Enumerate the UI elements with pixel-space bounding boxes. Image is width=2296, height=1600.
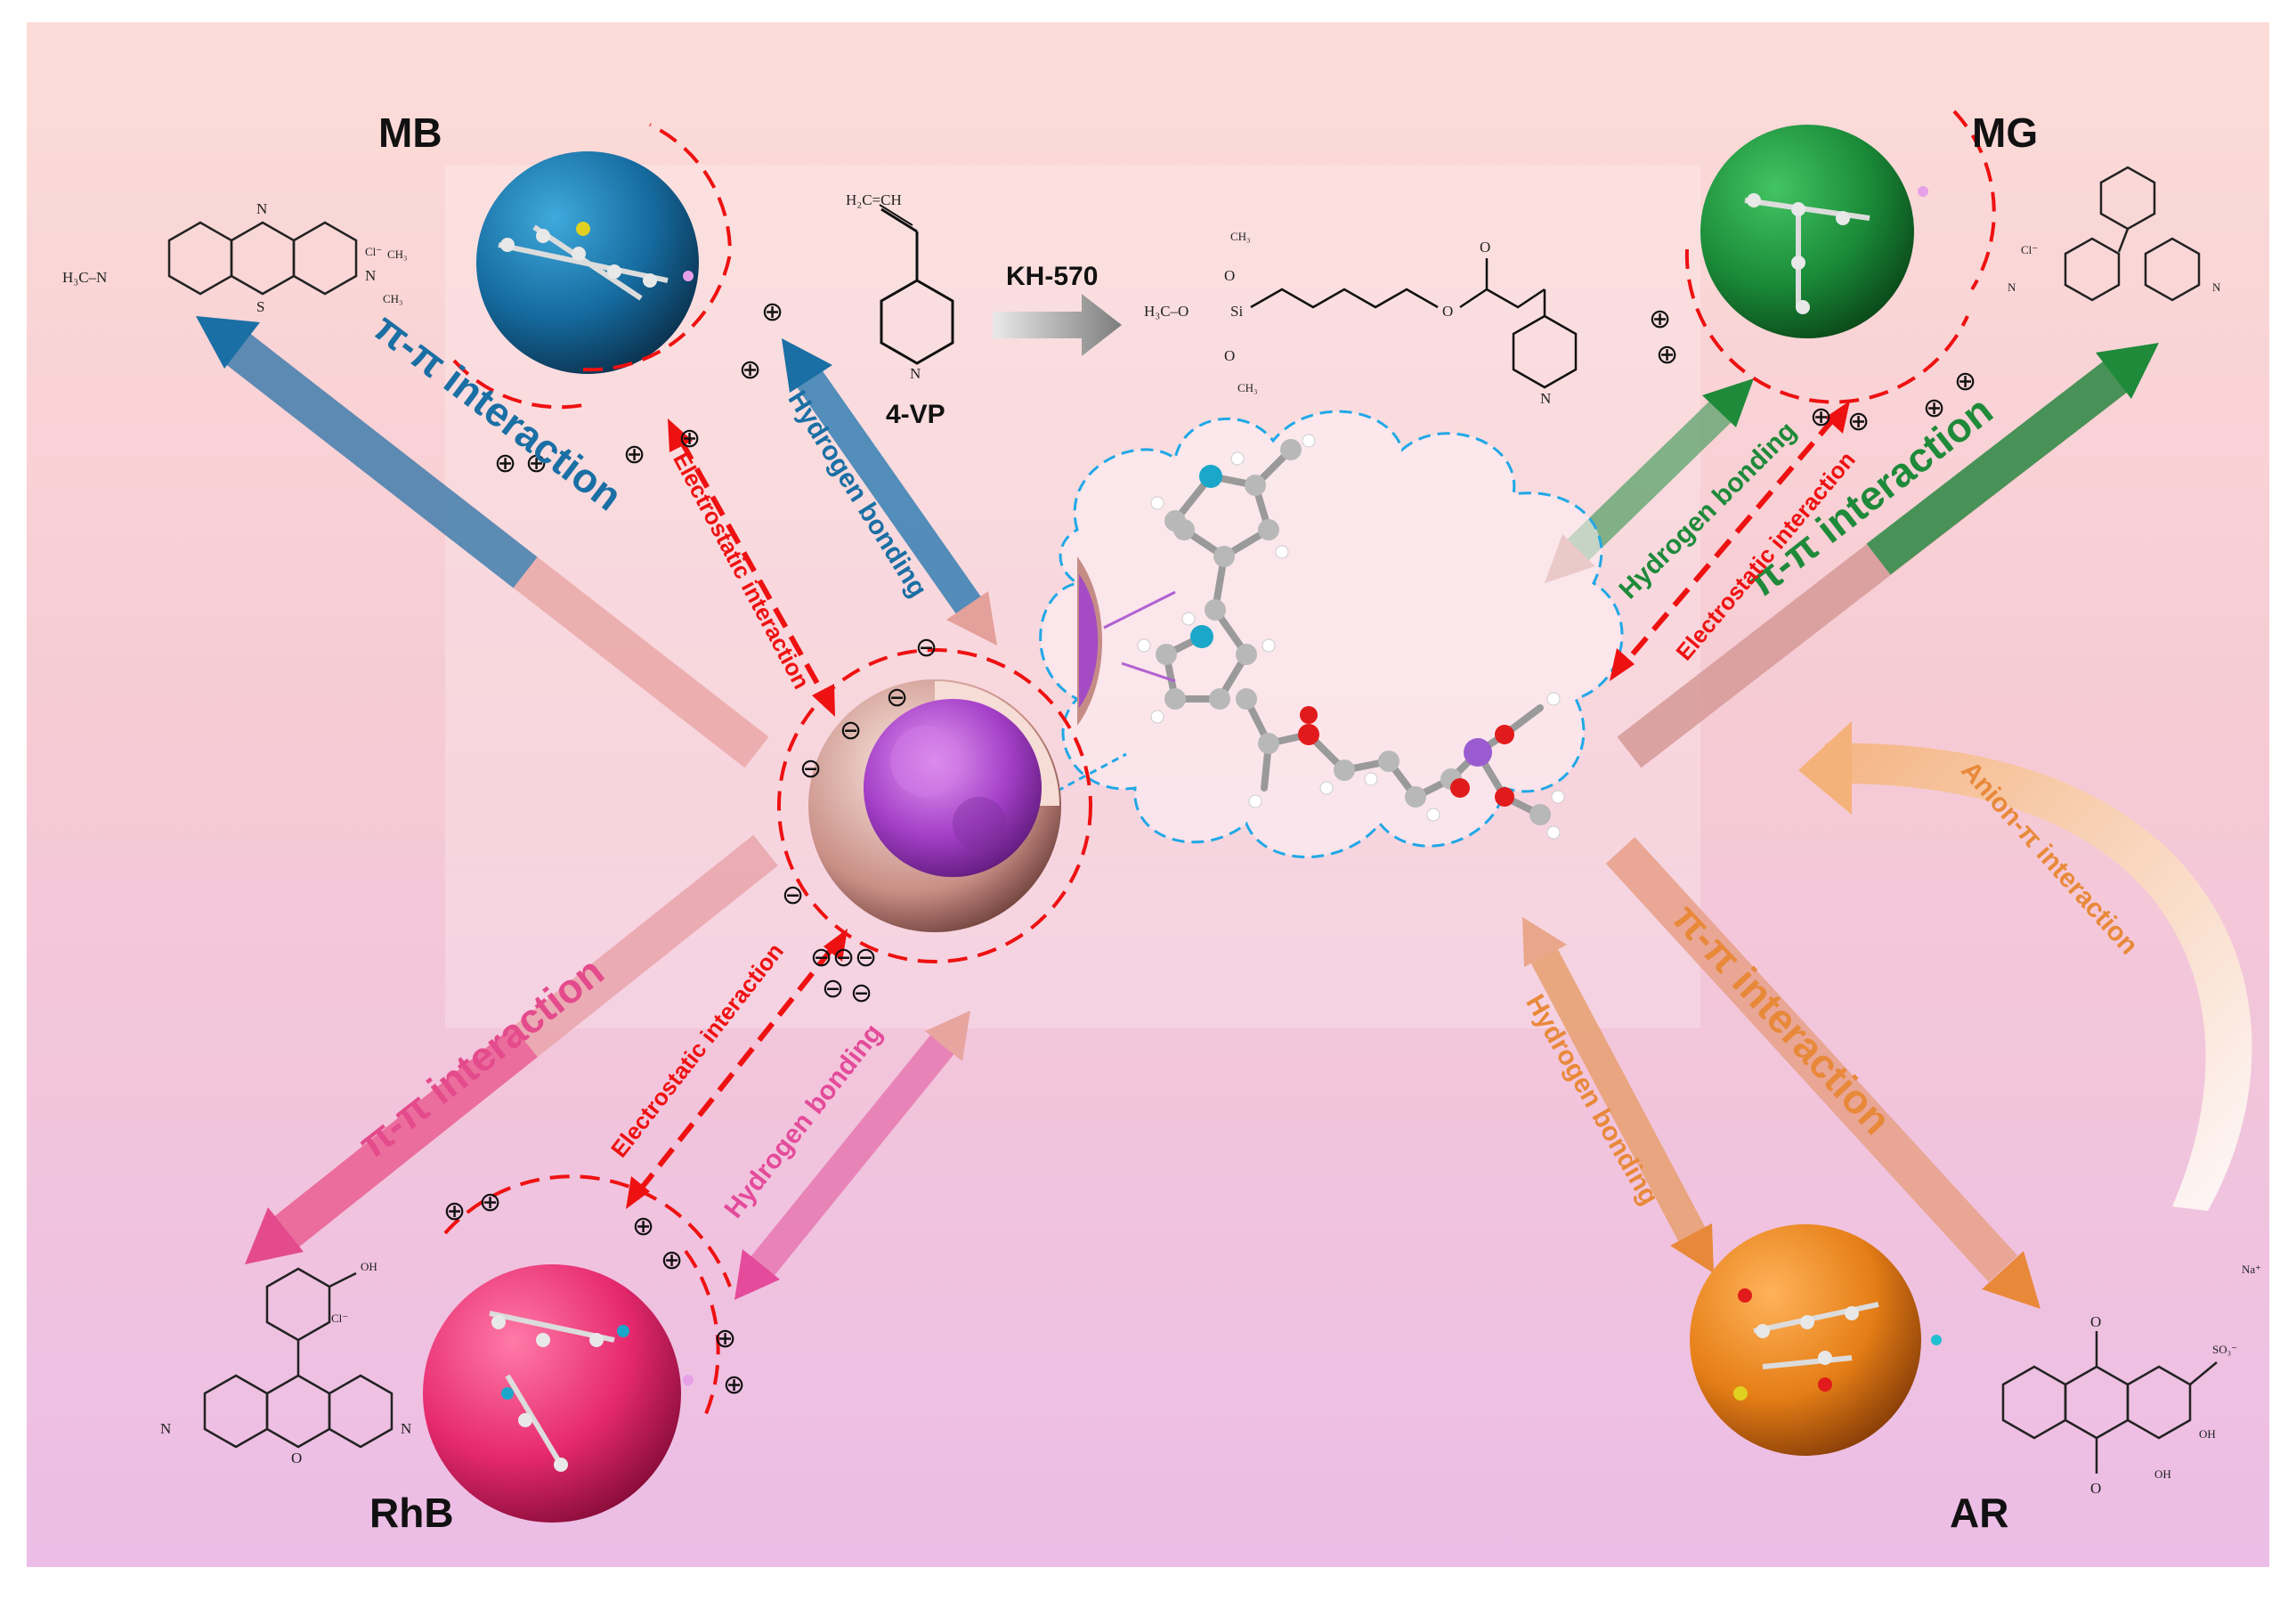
rhb-pi-pi-arrow [245, 834, 778, 1264]
svg-text:N: N [2212, 280, 2221, 294]
mg-sphere [1684, 110, 1996, 404]
svg-text:⊕: ⊕ [1847, 406, 1870, 437]
mb-electrostatic-arrow [678, 439, 826, 696]
ar-hydrogen-arrow [1522, 917, 1714, 1273]
mg-label: MG [1972, 110, 2038, 156]
svg-text:N: N [2008, 280, 2016, 294]
svg-text:Cl⁻: Cl⁻ [331, 1312, 348, 1325]
ar-structure [2001, 1331, 2218, 1474]
svg-text:⊕: ⊕ [1810, 402, 1832, 433]
svg-text:OH: OH [2199, 1427, 2216, 1441]
svg-text:⊕: ⊕ [1656, 339, 1678, 370]
monomer-label: 4-VP [886, 400, 945, 429]
svg-text:⊖: ⊖ [855, 942, 877, 973]
svg-text:⊕: ⊕ [1954, 366, 1976, 397]
mg-pi-pi-arrow [1617, 343, 2159, 768]
svg-text:Cl⁻: Cl⁻ [2021, 243, 2038, 256]
core-shell-adsorbent [777, 648, 1092, 963]
svg-text:⊕: ⊕ [678, 423, 701, 454]
charge-signs: ⊕ ⊕ ⊕ ⊕ ⊕ ⊕ ⊕ ⊕ ⊕ ⊕ ⊕ ⊕ ⊕ ⊕ ⊕ ⊕ ⊕ ⊕ ⊖ ⊖ … [443, 296, 1976, 1401]
svg-text:⊕: ⊕ [1649, 304, 1671, 335]
mb-counter-ion: Cl⁻ [365, 245, 382, 258]
svg-text:CH₃: CH₃ [1230, 230, 1251, 243]
svg-text:O: O [2090, 1480, 2101, 1497]
svg-text:⊕: ⊕ [739, 354, 761, 386]
svg-text:⊕: ⊕ [443, 1196, 466, 1227]
svg-text:⊕: ⊕ [661, 1245, 683, 1276]
svg-text:SO₃⁻: SO₃⁻ [2212, 1343, 2237, 1356]
svg-text:⊖: ⊖ [810, 942, 832, 973]
svg-text:⊕: ⊕ [723, 1369, 745, 1401]
svg-text:O: O [1442, 303, 1453, 320]
svg-text:O: O [291, 1450, 302, 1466]
svg-text:⊖: ⊖ [840, 715, 862, 746]
svg-text:N: N [160, 1420, 171, 1437]
svg-text:⊖: ⊖ [832, 942, 855, 973]
svg-text:O: O [1224, 267, 1235, 284]
svg-text:O: O [1480, 239, 1490, 256]
ar-sphere [1690, 1224, 1942, 1456]
svg-text:O: O [2090, 1313, 2101, 1330]
adsorption-mechanism-diagram: ⊕ ⊕ ⊕ ⊕ ⊕ ⊕ ⊕ ⊕ ⊕ ⊕ ⊕ ⊕ ⊕ ⊕ ⊕ ⊕ ⊕ ⊕ ⊖ ⊖ … [62, 110, 2261, 1536]
mg-electrostatic-arrow [1622, 417, 1837, 665]
svg-text:N: N [1540, 390, 1551, 407]
rhb-label: RhB [369, 1490, 454, 1536]
svg-text:⊕: ⊕ [714, 1323, 736, 1354]
svg-text:N: N [256, 200, 267, 217]
mb-pi-pi-arrow [196, 316, 769, 768]
mg-structure [2064, 166, 2201, 302]
svg-text:⊕: ⊕ [632, 1211, 654, 1242]
svg-text:⊖: ⊖ [822, 973, 844, 1004]
mb-label: MB [378, 110, 442, 156]
svg-text:⊕: ⊕ [479, 1187, 501, 1218]
reaction-scheme: H₂C=CH N 4-VP KH-570 H₃C–O Si CH₃ CH₃ O … [846, 191, 1578, 429]
rhb-electrostatic-arrow [638, 946, 835, 1190]
svg-text:⊖: ⊖ [915, 632, 937, 663]
svg-text:OH: OH [2154, 1467, 2171, 1481]
svg-text:CH₃: CH₃ [387, 248, 408, 261]
svg-text:⊕: ⊕ [494, 448, 516, 479]
svg-text:⊕: ⊕ [623, 439, 645, 470]
pyridine-n: N [910, 365, 921, 382]
molecule-cloud [1009, 410, 1624, 858]
reagent-label: KH-570 [1006, 262, 1098, 291]
svg-text:CH₃: CH₃ [383, 292, 403, 305]
mb-sphere [452, 123, 733, 410]
svg-text:O: O [1224, 347, 1235, 364]
diagram-panel: ⊕ ⊕ ⊕ ⊕ ⊕ ⊕ ⊕ ⊕ ⊕ ⊕ ⊕ ⊕ ⊕ ⊕ ⊕ ⊕ ⊕ ⊕ ⊖ ⊖ … [27, 22, 2269, 1567]
anion-pi-arrow [1798, 721, 2252, 1211]
svg-text:S: S [256, 298, 264, 315]
reaction-arrow [993, 294, 1122, 356]
svg-text:H₃C–N: H₃C–N [62, 269, 107, 286]
rhb-hydrogen-arrow [734, 1011, 970, 1300]
svg-text:⊖: ⊖ [799, 753, 822, 784]
svg-text:⊖: ⊖ [850, 978, 872, 1009]
svg-text:⊖: ⊖ [782, 880, 804, 911]
rhb-sphere [423, 1174, 732, 1523]
ar-pi-pi-arrow [1605, 837, 2040, 1309]
rhb-structure [203, 1267, 393, 1449]
svg-text:CH₃: CH₃ [1237, 381, 1258, 394]
ar-label: AR [1950, 1490, 2008, 1536]
mb-hydrogen-arrow [782, 338, 997, 646]
svg-text:Si: Si [1230, 303, 1243, 320]
ar-counter-ion: Na⁺ [2242, 1263, 2261, 1276]
svg-text:N: N [365, 267, 376, 284]
vinyl-label: H₂C=CH [846, 191, 902, 208]
svg-text:⊕: ⊕ [525, 448, 548, 479]
svg-text:OH: OH [361, 1260, 377, 1273]
svg-text:⊕: ⊕ [761, 296, 783, 328]
svg-text:N: N [401, 1420, 411, 1437]
svg-text:⊕: ⊕ [1923, 393, 1945, 424]
mb-structure [167, 221, 358, 296]
svg-text:⊖: ⊖ [886, 682, 908, 713]
svg-text:H₃C–O: H₃C–O [1144, 303, 1189, 320]
